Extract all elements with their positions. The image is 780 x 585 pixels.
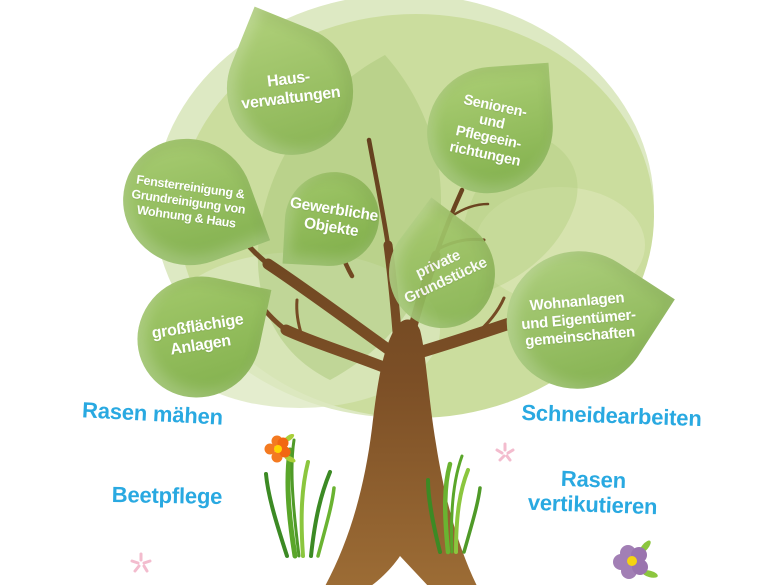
- grass-right-icon: [426, 454, 482, 555]
- leaf-label: großflächige Anlagen: [150, 311, 245, 359]
- trunk: [325, 319, 477, 585]
- orange-flower-icon: [264, 433, 296, 463]
- label-beetpflege: Beetpflege: [111, 482, 223, 509]
- sparkle-icon: [495, 442, 515, 462]
- leaf-label: private Grundstücke: [401, 247, 490, 308]
- label-rasen-vertikutieren: Rasen vertikutieren: [527, 465, 658, 519]
- leaf-label: Wohnanlagen und Eigentümer- gemeinschaft…: [520, 289, 636, 351]
- leaf-label: Gewerbliche Objekte: [288, 193, 379, 241]
- purple-flower-icon: [613, 540, 658, 579]
- leaf-label: Fensterreinigung & Grundreinigung von Wo…: [130, 172, 246, 231]
- leaf-label: Haus- verwaltungen: [240, 68, 342, 113]
- sparkle-icon: [130, 552, 152, 573]
- leaf-label: Senioren- und Pflegeein- richtungen: [448, 91, 529, 170]
